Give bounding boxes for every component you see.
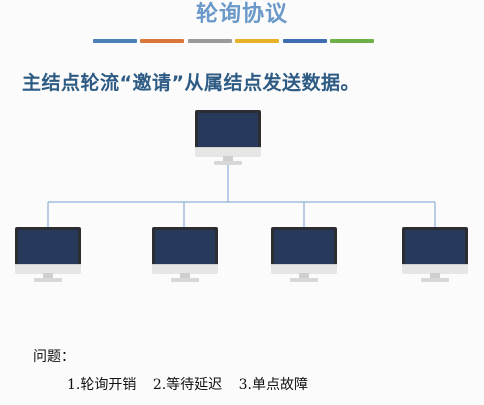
slave-node-monitor-icon-1 (15, 227, 81, 287)
problems-label: 问题： (33, 349, 75, 365)
problems-list: 1.轮询开销 2.等待延迟 3.单点故障 (67, 374, 320, 394)
color-bar-3 (188, 39, 232, 43)
slide-title: 轮询协议 (195, 2, 288, 27)
color-bar-6 (330, 39, 374, 43)
slave-node-monitor-icon-2 (152, 227, 218, 287)
slide-heading: 主结点轮流“邀请”从属结点发送数据。 (22, 72, 360, 94)
color-bar-2 (140, 39, 184, 43)
slave-node-monitor-icon-3 (271, 227, 337, 287)
color-bar-4 (235, 39, 279, 43)
problem-item: 2.等待延迟 (152, 377, 223, 393)
color-bar-5 (283, 39, 327, 43)
problem-item: 1.轮询开销 (67, 377, 137, 393)
problem-item: 3.单点故障 (238, 377, 308, 393)
slave-node-monitor-icon-4 (402, 227, 468, 287)
color-bar-1 (93, 39, 137, 43)
master-node-monitor-icon (195, 110, 261, 170)
